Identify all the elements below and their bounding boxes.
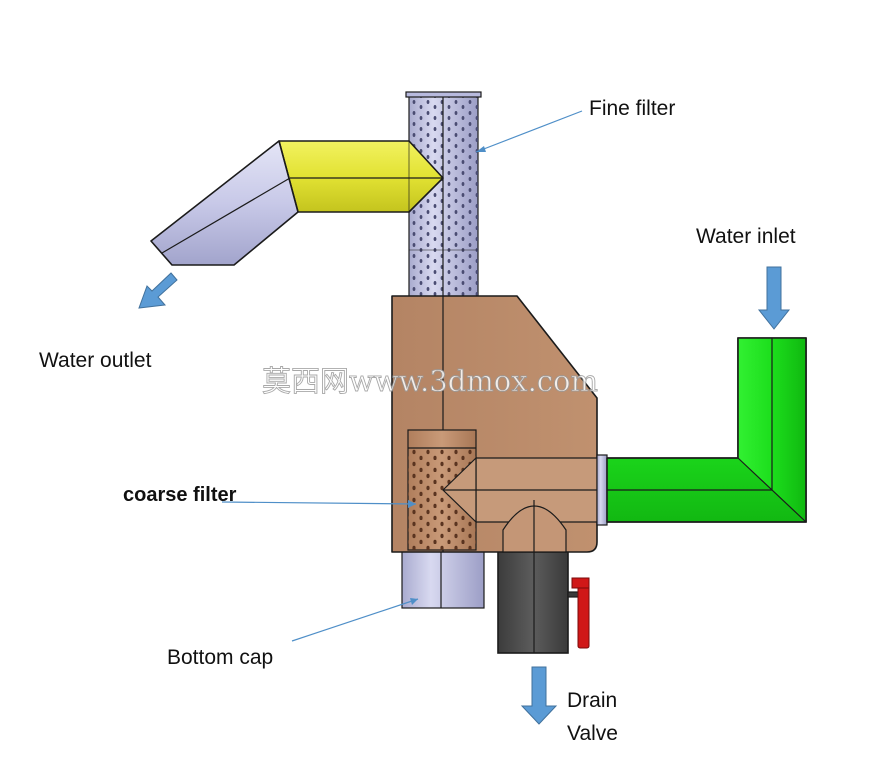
outlet-pipe (150, 140, 299, 266)
inlet-flow-arrow-icon (757, 266, 791, 330)
label-water-outlet: Water outlet (39, 349, 152, 372)
label-coarse-filter: coarse filter (123, 484, 237, 506)
outlet-elbow (278, 140, 444, 213)
watermark: 莫西网www.3dmox.com (262, 364, 598, 398)
fine-filter-leader (475, 110, 583, 153)
coarse-filter-leader (221, 501, 417, 505)
label-fine-filter: Fine filter (589, 97, 675, 120)
bottom-cap (401, 547, 485, 609)
bottom-cap-leader (291, 598, 419, 642)
inlet-coupling (596, 454, 608, 526)
label-drain-line1: Drain (567, 689, 617, 712)
label-water-inlet: Water inlet (696, 225, 796, 248)
drain-valve (497, 547, 590, 654)
coarse-filter (407, 429, 477, 551)
outlet-flow-arrow-icon (138, 272, 178, 309)
drain-flow-arrow-icon (520, 666, 558, 725)
label-drain-line2: Valve (567, 722, 618, 745)
fine-filter-tube (405, 91, 482, 299)
label-bottom-cap: Bottom cap (167, 646, 273, 669)
valve-handle-icon[interactable] (571, 577, 590, 649)
inlet-pipe (606, 337, 807, 523)
